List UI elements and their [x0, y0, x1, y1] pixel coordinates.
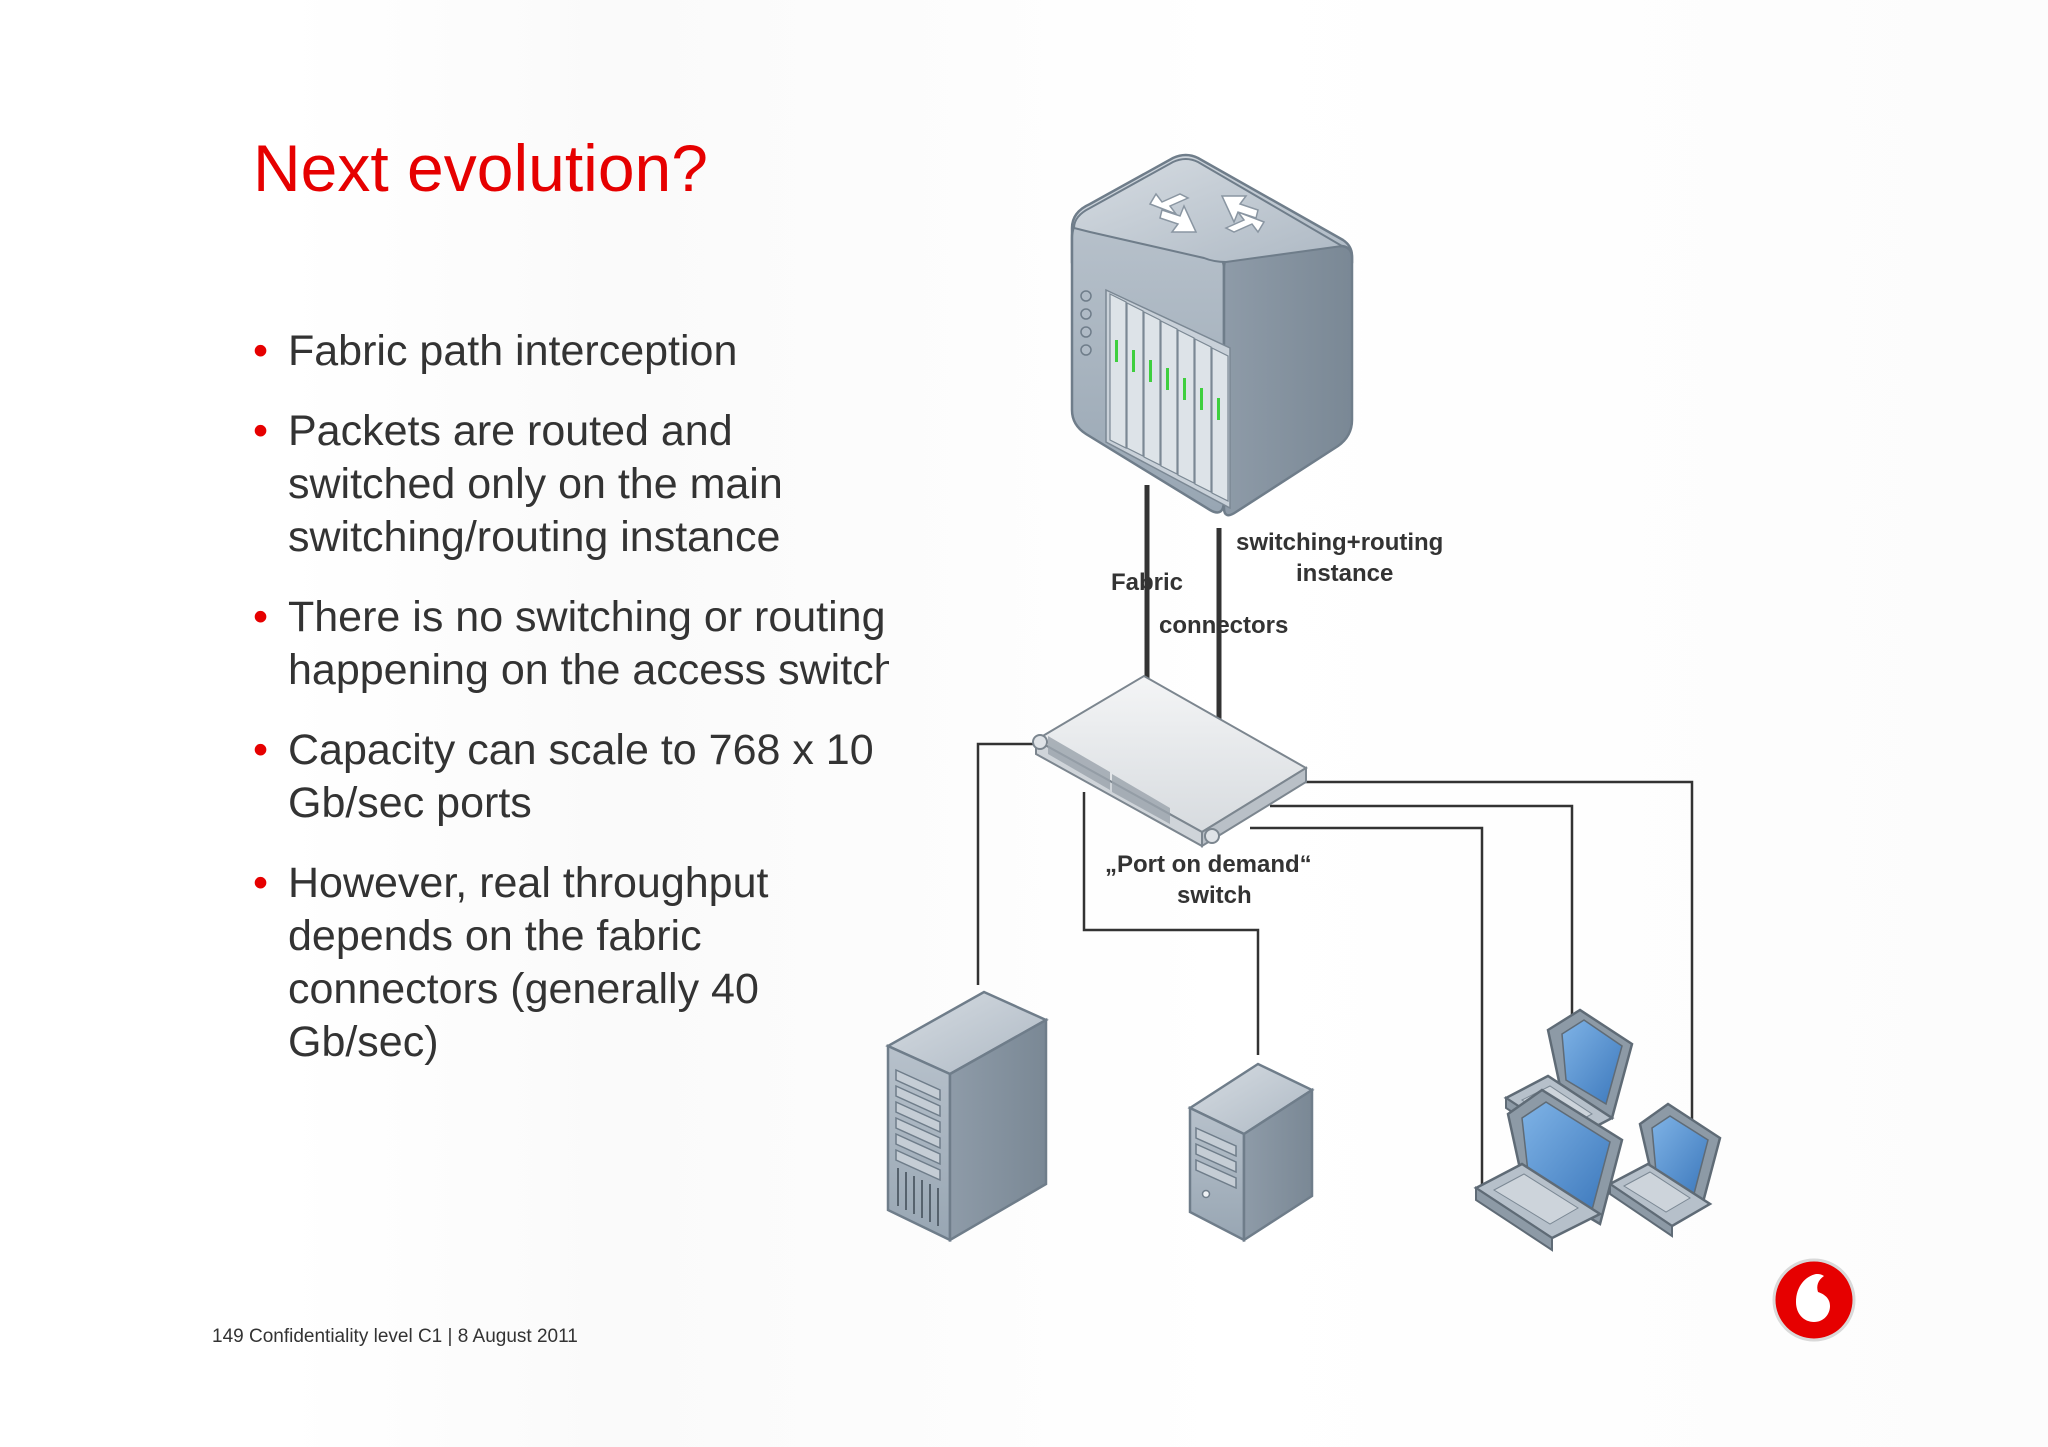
bullet-text: There is no switching or routing happeni…: [288, 593, 889, 694]
rack-switch-icon: [1032, 674, 1308, 848]
vodafone-logo-icon: [1772, 1258, 1856, 1342]
bullet-item: • There is no switching or routing happe…: [253, 591, 889, 697]
label-instance-line1: switching+routing: [1236, 529, 1443, 556]
tower-server-icon: [885, 990, 1049, 1243]
bullet-item: • Fabric path interception: [253, 325, 889, 378]
bullet-dot-icon: •: [253, 726, 269, 774]
bullet-text: Capacity can scale to 768 x 10 Gb/sec po…: [288, 726, 874, 827]
bullet-text: Packets are routed and switched only on …: [288, 407, 783, 561]
status-leds: [1080, 290, 1092, 356]
bullet-dot-icon: •: [253, 407, 269, 455]
label-switch-line2: switch: [1177, 882, 1252, 909]
bullet-item: • Capacity can scale to 768 x 10 Gb/sec …: [253, 724, 889, 830]
slide-title: Next evolution?: [253, 131, 708, 205]
laptop-icon: [1607, 1102, 1722, 1238]
link-switch-to-laptop-top: [1270, 804, 1574, 1050]
tower-server-icon: [1187, 1062, 1315, 1243]
link-switch-to-laptop-right: [1305, 780, 1694, 1120]
label-connectors: connectors: [1159, 612, 1288, 639]
label-switch-line1: „Port on demand“: [1105, 851, 1312, 878]
bullet-dot-icon: •: [253, 859, 269, 907]
bullet-text: Fabric path interception: [288, 327, 738, 375]
link-switch-to-small-server: [1082, 792, 1260, 1055]
label-fabric: Fabric: [1111, 569, 1183, 596]
label-instance-line2: instance: [1296, 560, 1393, 587]
bullet-text: However, real throughput depends on the …: [288, 859, 769, 1066]
routing-arrows-icon: [1148, 192, 1266, 234]
bullet-dot-icon: •: [253, 593, 269, 641]
laptop-icon: [1473, 1088, 1624, 1252]
connection-lines: [976, 485, 1694, 1200]
bullet-dot-icon: •: [253, 327, 269, 375]
router-chassis-icon: [1070, 153, 1354, 517]
line-card-slots: [1105, 288, 1231, 510]
bullet-item: • However, real throughput depends on th…: [253, 857, 889, 1069]
bullet-item: • Packets are routed and switched only o…: [253, 405, 889, 564]
link-switch-to-laptop-front: [1250, 826, 1484, 1200]
footer-text: 149 Confidentiality level C1 | 8 August …: [212, 1326, 578, 1347]
link-switch-to-large-server: [976, 742, 1040, 985]
bullet-list: • Fabric path interception • Packets are…: [253, 325, 889, 1085]
